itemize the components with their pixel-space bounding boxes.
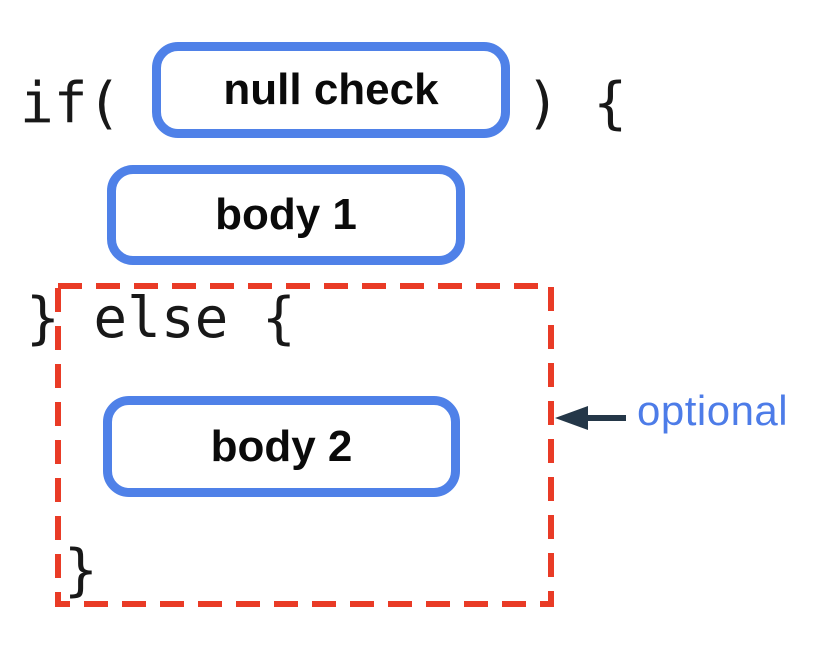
body1-box-label: body 1 bbox=[215, 190, 357, 239]
code-else-line: } else { bbox=[26, 285, 296, 351]
body2-box: body 2 bbox=[103, 396, 460, 497]
arrow-head bbox=[555, 406, 588, 430]
dashed-rectangle bbox=[55, 283, 554, 607]
left-arrow-icon bbox=[555, 406, 626, 430]
code-if-close: ) { bbox=[526, 70, 628, 136]
condition-box: null check bbox=[152, 42, 510, 138]
body1-box: body 1 bbox=[107, 165, 465, 265]
code-if-open: if( bbox=[20, 70, 122, 136]
condition-box-label: null check bbox=[223, 65, 439, 114]
arrow-shaft bbox=[585, 415, 626, 421]
body2-box-label: body 2 bbox=[210, 421, 353, 471]
optional-region-outline bbox=[55, 283, 554, 607]
optional-label: optional bbox=[637, 387, 789, 434]
code-closing-brace: } bbox=[64, 537, 98, 603]
